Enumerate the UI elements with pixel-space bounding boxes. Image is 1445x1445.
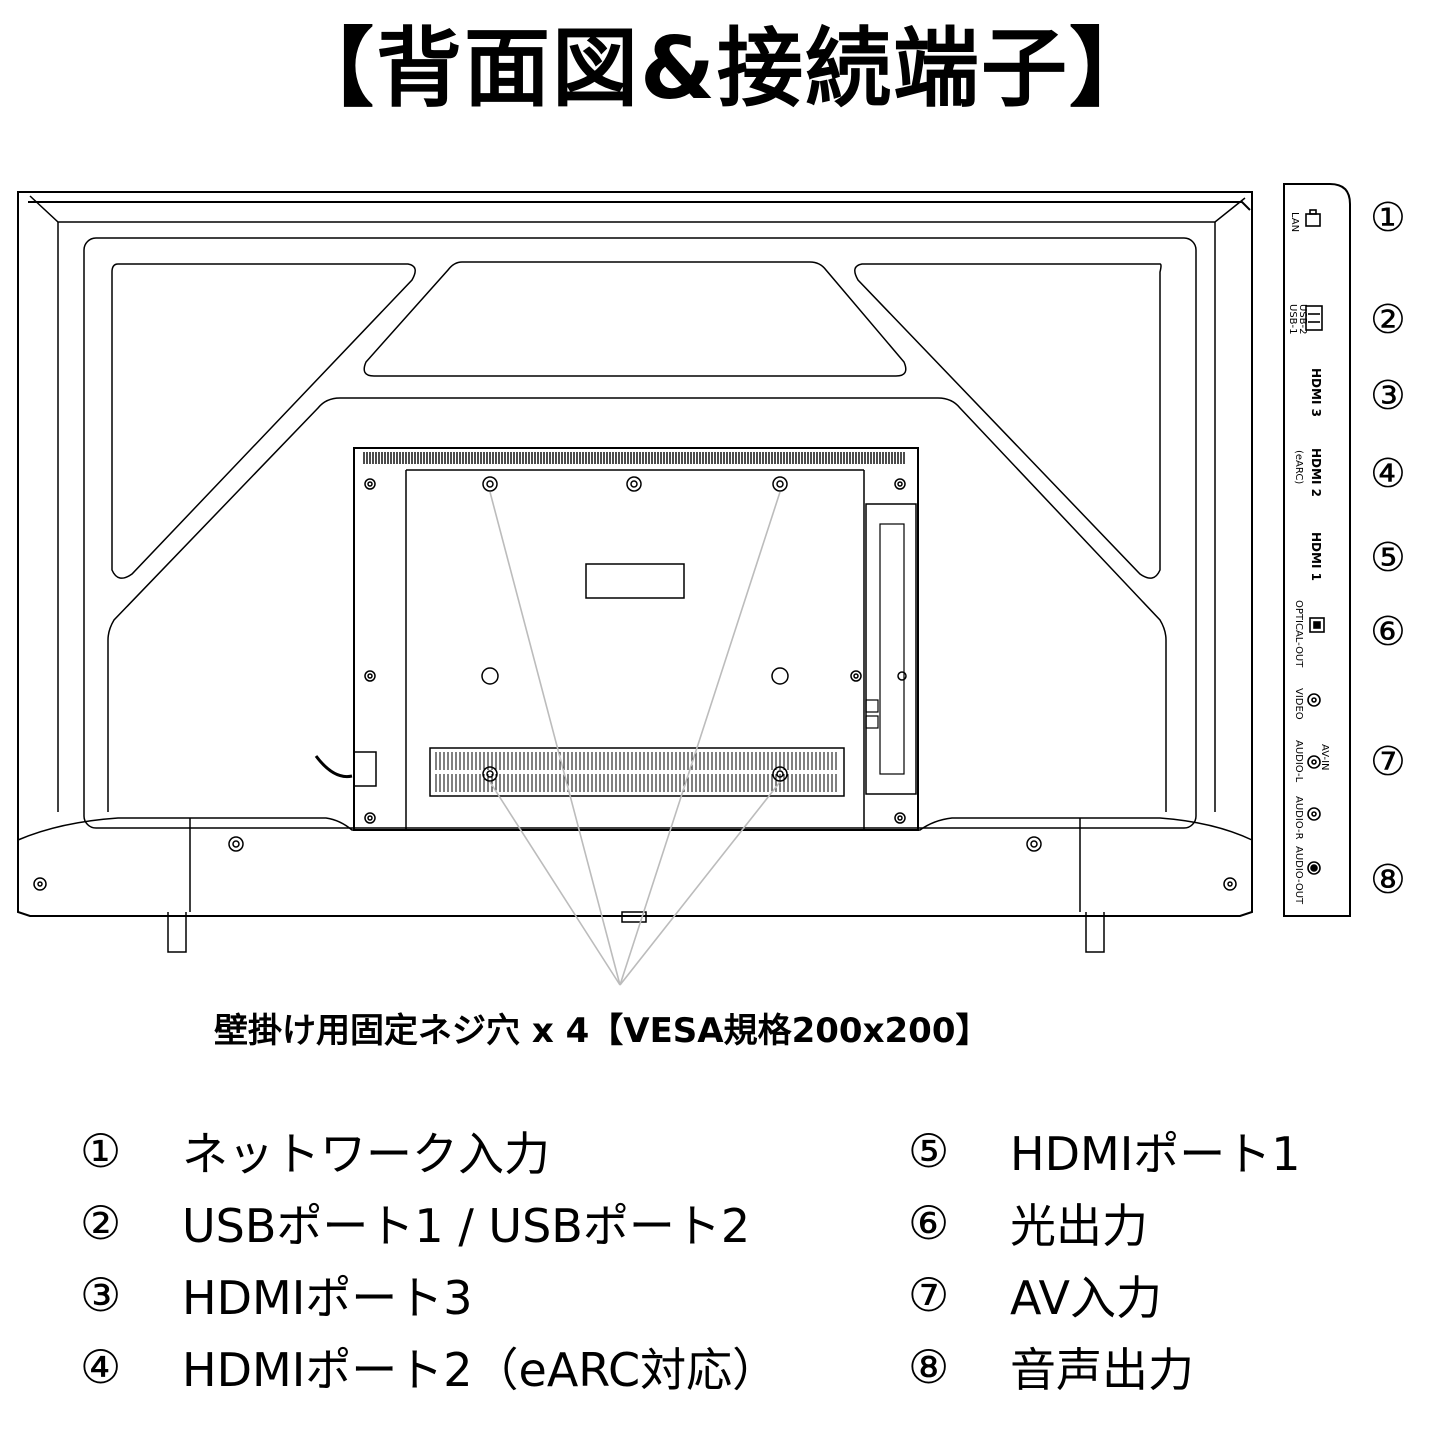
- port-label-hdmi2: HDMI 2: [1309, 448, 1323, 497]
- audio-l-jack-icon: [1307, 755, 1321, 769]
- legend-item: ⑧ 音声出力: [908, 1331, 1301, 1403]
- legend-item: ④ HDMIポート2（eARC対応）: [80, 1331, 778, 1403]
- port-label-audio-r: AUDIO-R: [1293, 796, 1304, 840]
- port-label-hdmi3: HDMI 3: [1309, 368, 1323, 417]
- legend-num: ⑥: [908, 1196, 950, 1250]
- port-label-earc: (eARC): [1293, 450, 1304, 484]
- audio-out-jack-icon: [1307, 861, 1321, 875]
- vesa-callout-lines: [489, 491, 781, 986]
- port-label-audio-l: AUDIO-L: [1293, 740, 1304, 783]
- bottom-bar: [17, 817, 1253, 841]
- legend-num: ⑤: [908, 1124, 950, 1178]
- port-label-lan: LAN: [1289, 212, 1300, 232]
- vesa-caption: 壁掛け用固定ネジ穴 x 4【VESA規格200x200】: [214, 1011, 990, 1051]
- left-stand: [167, 912, 187, 953]
- legend-item: ⑦ AV入力: [908, 1259, 1301, 1331]
- legend-label: AV入力: [1010, 1271, 1162, 1325]
- callout-6: ⑥: [1370, 609, 1406, 655]
- legend-num: ②: [80, 1196, 122, 1250]
- legend-item: ① ネットワーク入力: [80, 1115, 778, 1187]
- port-label-video: VIDEO: [1293, 688, 1304, 720]
- legend-label: ネットワーク入力: [182, 1127, 550, 1181]
- legend-label: HDMIポート3: [182, 1271, 473, 1325]
- callout-5: ⑤: [1370, 535, 1406, 581]
- lower-vent: [429, 747, 845, 797]
- video-jack-icon: [1307, 693, 1321, 707]
- legend-num: ⑧: [908, 1340, 950, 1394]
- legend-label: HDMIポート1: [1010, 1127, 1301, 1181]
- legend-item: ⑤ HDMIポート1: [908, 1115, 1301, 1187]
- lan-port-icon: [1305, 209, 1321, 227]
- legend-right: ⑤ HDMIポート1 ⑥ 光出力 ⑦ AV入力 ⑧ 音声出力: [908, 1115, 1301, 1403]
- port-label-optical: OPTICAL-OUT: [1293, 600, 1304, 668]
- tv-outline: [17, 191, 1253, 917]
- port-label-av-in: AV-IN: [1319, 744, 1330, 771]
- legend-label: 音声出力: [1010, 1343, 1194, 1397]
- mount-plate: [353, 447, 919, 831]
- optical-port-icon: [1309, 617, 1325, 633]
- legend-num: ③: [80, 1268, 122, 1322]
- legend-item: ⑥ 光出力: [908, 1187, 1301, 1259]
- side-connector-panel: [1283, 183, 1351, 917]
- usb-port-icon: [1305, 305, 1323, 331]
- legend-label: USBポート1 / USBポート2: [182, 1199, 751, 1253]
- legend-num: ①: [80, 1124, 122, 1178]
- port-label-usb1: USB-1: [1287, 304, 1298, 335]
- callout-7: ⑦: [1370, 739, 1406, 785]
- legend-item: ③ HDMIポート3: [80, 1259, 778, 1331]
- lower-vent-texture: [435, 752, 837, 792]
- callout-4: ④: [1370, 451, 1406, 497]
- callout-8: ⑧: [1370, 857, 1406, 903]
- port-label-audio-out: AUDIO-OUT: [1293, 846, 1304, 905]
- legend-left: ① ネットワーク入力 ② USBポート1 / USBポート2 ③ HDMIポート3 ④…: [80, 1115, 778, 1403]
- legend-num: ④: [80, 1340, 122, 1394]
- callout-1: ①: [1370, 195, 1406, 241]
- callout-3: ③: [1370, 373, 1406, 419]
- port-label-usb2: USB-2: [1297, 304, 1308, 335]
- top-vent: [363, 452, 905, 464]
- callout-2: ②: [1370, 297, 1406, 343]
- legend-label: HDMIポート2（eARC対応）: [182, 1343, 779, 1397]
- legend-label: 光出力: [1010, 1199, 1148, 1253]
- legend-item: ② USBポート1 / USBポート2: [80, 1187, 778, 1259]
- page-title: 【背面図&接続端子】: [288, 19, 1157, 119]
- legend-num: ⑦: [908, 1268, 950, 1322]
- port-label-hdmi1: HDMI 1: [1309, 532, 1323, 581]
- audio-r-jack-icon: [1307, 807, 1321, 821]
- right-stand: [1085, 912, 1105, 953]
